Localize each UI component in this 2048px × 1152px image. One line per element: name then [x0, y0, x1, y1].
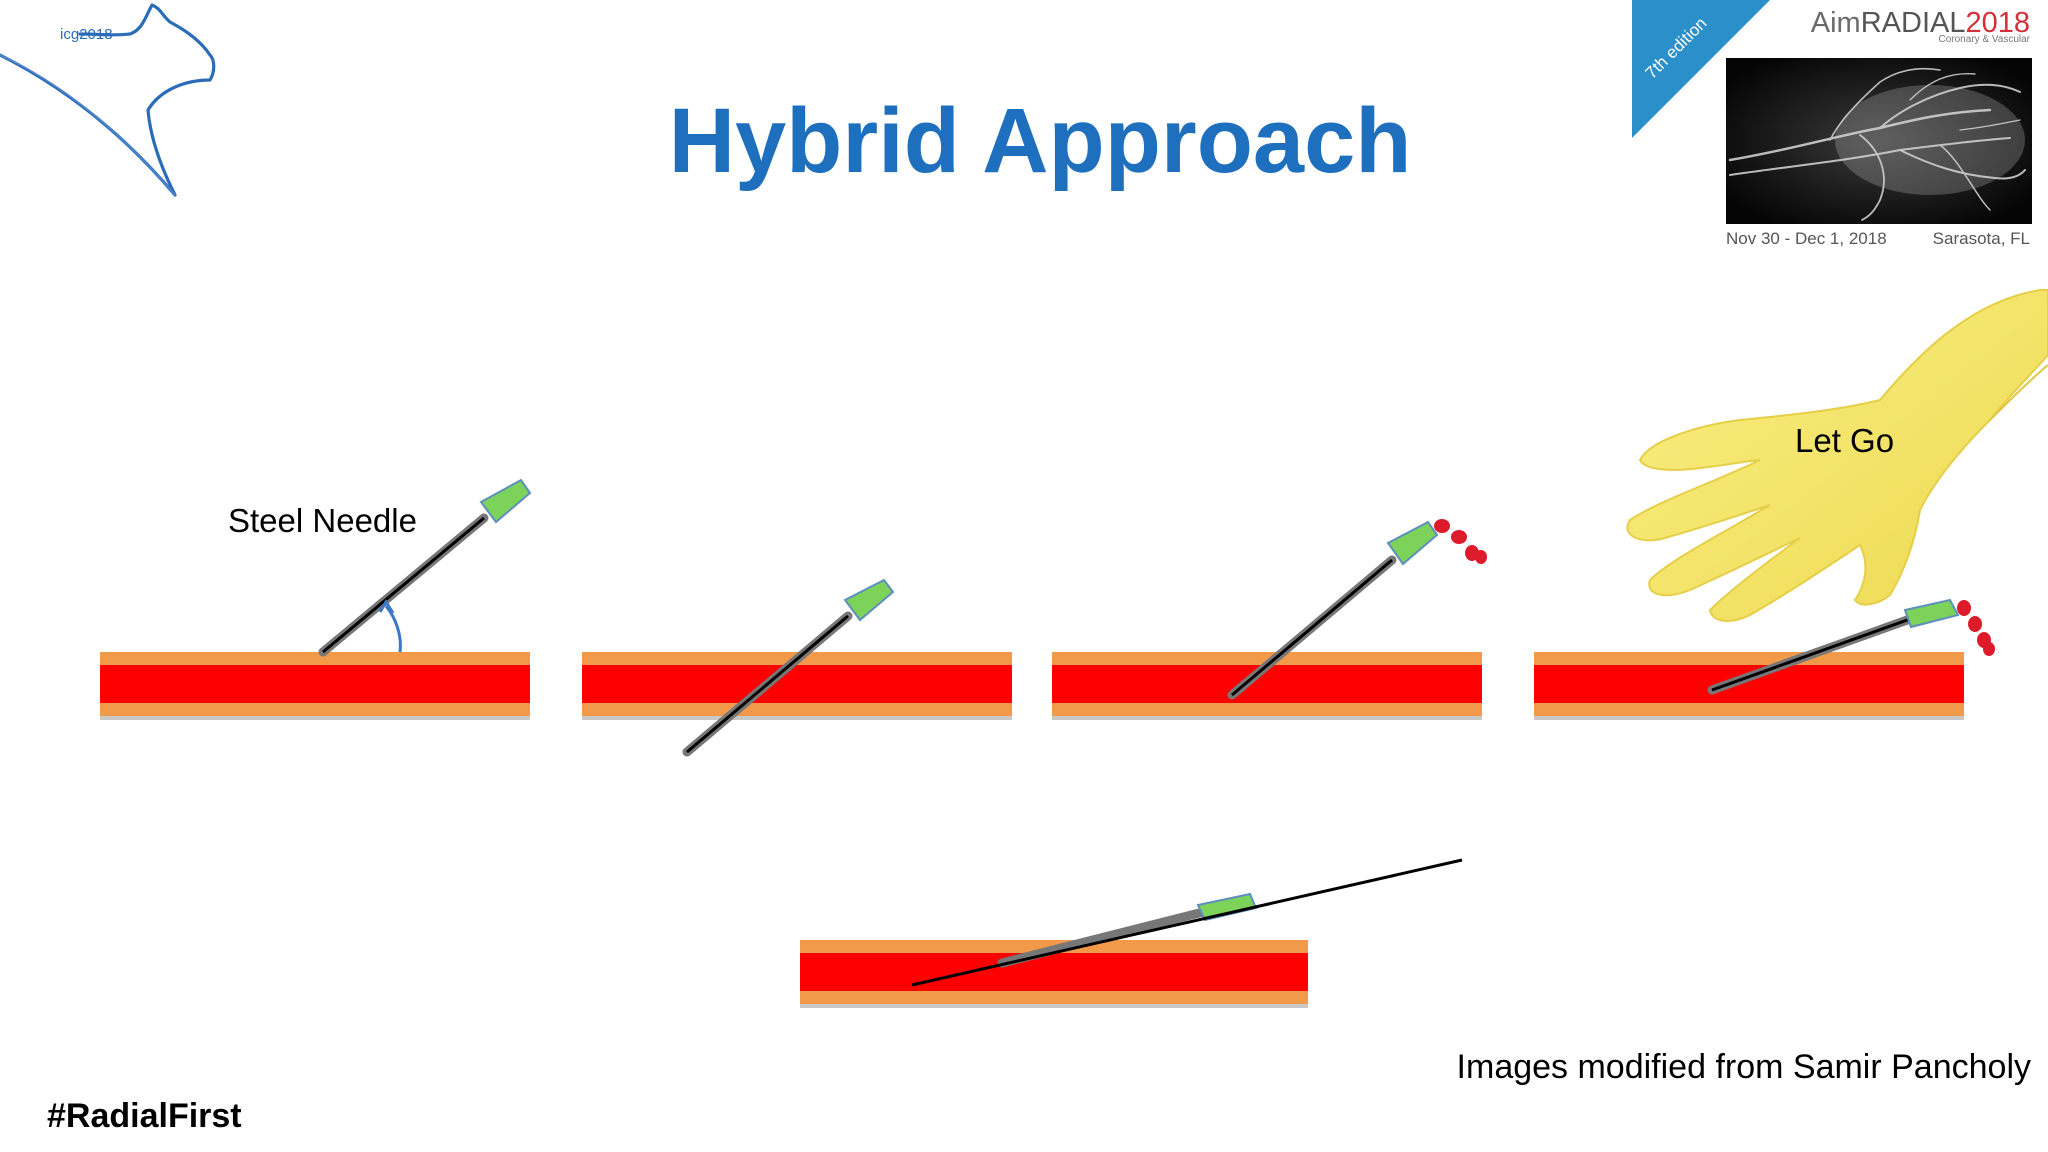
blood-drops-icon: [1434, 519, 1487, 564]
angle-arc: [384, 605, 402, 653]
needle-through-and-through: [682, 578, 895, 757]
needle-hub: [1196, 892, 1258, 922]
brand-radial: RADIAL: [1861, 7, 1966, 39]
hashtag: #RadialFirst: [47, 1097, 242, 1135]
brand-name: AimRADIAL2018: [1811, 7, 2030, 39]
glove-hand-icon: [1626, 289, 2048, 622]
conference-date: Nov 30 - Dec 1, 2018: [1726, 229, 1887, 248]
needle-hub: [479, 478, 532, 524]
angle-arrowhead: [378, 599, 395, 614]
artery-step-4: [1534, 652, 1964, 720]
image-credit: Images modified from Samir Pancholy: [1457, 1048, 2031, 1086]
edition-banner: [1632, 0, 1770, 138]
logo-left-text: icg2018: [60, 26, 113, 43]
needle-hub: [1386, 520, 1439, 566]
needle-let-go: [1707, 598, 1995, 695]
logo-left: icg2018: [0, 3, 216, 197]
brand-year: 2018: [1965, 7, 2030, 39]
slide-title: Hybrid Approach: [669, 90, 1412, 192]
artery-step-1: [100, 652, 530, 720]
hand-angiogram-icon: [1726, 58, 2032, 224]
blood-drops-icon: [1957, 600, 1995, 656]
label-let-go: Let Go: [1795, 422, 1894, 459]
needle-withdraw-flashback: [1227, 519, 1487, 700]
conference-location: Sarasota, FL: [1933, 229, 2030, 248]
brand-subtitle: Coronary & Vascular: [1938, 34, 2030, 45]
label-steel-needle: Steel Needle: [228, 502, 417, 539]
guidewire: [911, 858, 1463, 987]
steel-needle: [318, 478, 532, 657]
guidewire-advance: [911, 858, 1463, 987]
brand-aim: Aim: [1811, 7, 1861, 39]
needle-hub: [1903, 598, 1960, 629]
needle-hub: [843, 578, 895, 622]
logo-right: 7th edition AimRADIAL2018 Coronary & Vas…: [1632, 0, 2032, 248]
